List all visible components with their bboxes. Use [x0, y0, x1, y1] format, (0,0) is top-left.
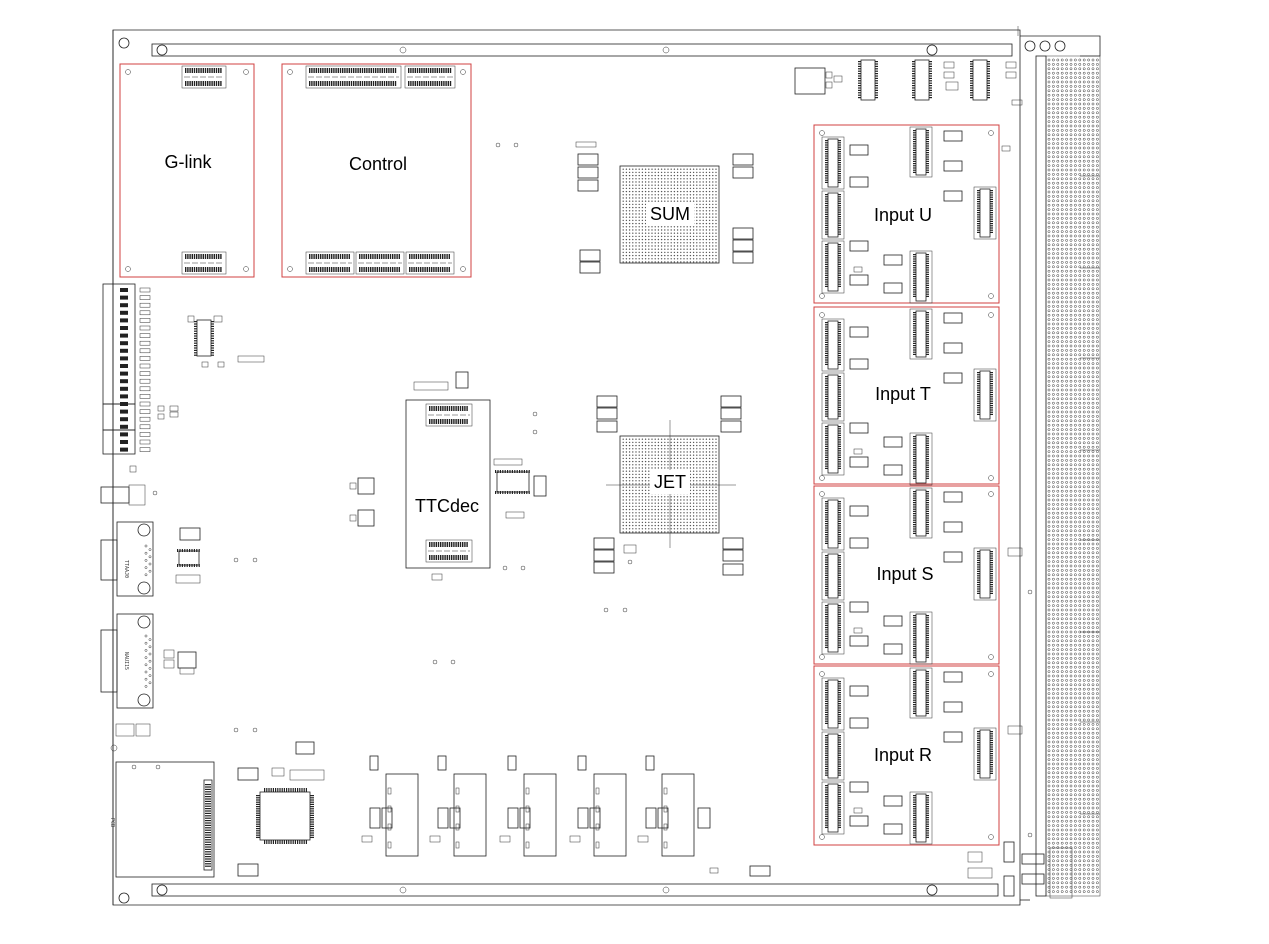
input-u-components [819, 126, 997, 304]
input-t-components [819, 308, 997, 486]
input-s-label: Input S [876, 564, 933, 584]
left-ics [157, 315, 265, 420]
transceiver-4 [569, 755, 627, 857]
transceiver-2 [429, 755, 487, 857]
left-small-connector [100, 465, 158, 506]
ttcdec-bottom-connector [425, 539, 473, 563]
sum-capacitors [495, 141, 754, 274]
pcb-edge-pins [205, 784, 211, 867]
sum-fpga: SUM [619, 165, 720, 264]
control-label: Control [349, 154, 407, 174]
ic-top-2 [912, 59, 932, 101]
bottom-right-components [967, 547, 1073, 899]
mounting-holes [110, 37, 1066, 904]
lower-dsub-label: NAUI15 [123, 652, 129, 670]
input-u-label: Input U [874, 205, 932, 225]
transceiver-5 [637, 755, 695, 857]
ic-ttcdec-side [495, 470, 530, 494]
jet-ball-grid [622, 438, 717, 533]
bottom-rail [151, 883, 999, 897]
control-top-connector-left [305, 65, 402, 89]
control-module: Control [281, 63, 472, 278]
upper-dsub-connector: TTAAJ0 [100, 521, 154, 597]
jet-fpga: JET [606, 420, 736, 548]
control-bottom-connector-right [405, 251, 455, 275]
sum-label: SUM [650, 204, 690, 224]
ttcdec-top-connector [425, 403, 473, 427]
lower-dsub-connector: NAUI15 [100, 613, 154, 709]
backplane-segments [1080, 175, 1100, 815]
ic-top-3 [970, 59, 990, 101]
backplane-connector [1035, 55, 1101, 897]
glink-bottom-connector [181, 251, 227, 275]
backplane-pin-grid [1047, 58, 1099, 893]
ttcdec-side-components [349, 371, 547, 665]
control-bottom-connector-left [305, 251, 355, 275]
input-s-module: Input S [813, 485, 1000, 665]
ic-top-1 [858, 59, 878, 101]
jet-label: JET [654, 472, 686, 492]
ic-left-1 [194, 319, 214, 357]
qfp-chip [237, 741, 325, 877]
board-outline [112, 26, 1101, 906]
ttcdec-module: TTCdec [405, 399, 491, 569]
ttcdec-label: TTCdec [415, 496, 479, 516]
glink-module: G-link [119, 63, 255, 278]
lower-dsub-pins [144, 634, 152, 688]
dsub-side-chips [115, 527, 258, 737]
bottom-transceivers [361, 755, 771, 877]
left-header-pins [120, 287, 151, 452]
pcb-label: PCB [109, 818, 115, 827]
left-header-strip [102, 283, 151, 455]
input-r-components [819, 667, 997, 845]
input-u-module: Input U [813, 124, 1000, 304]
input-r-label: Input R [874, 745, 932, 765]
control-top-connector-right [404, 65, 456, 89]
glink-top-connector [181, 65, 227, 89]
transceiver-1 [361, 755, 419, 857]
top-rail [151, 43, 1013, 57]
control-bottom-connector-mid [355, 251, 405, 275]
transceiver-3 [499, 755, 557, 857]
upper-dsub-pins [144, 544, 152, 577]
jet-capacitors [593, 395, 744, 613]
input-t-label: Input T [875, 384, 931, 404]
input-s-components [819, 487, 997, 665]
input-t-module: Input T [813, 306, 1000, 486]
input-r-module: Input R [813, 665, 1000, 846]
qfp-pins [256, 788, 314, 844]
glink-label: G-link [164, 152, 212, 172]
sum-ball-grid [622, 168, 717, 263]
ic-dsub-1 [177, 549, 200, 567]
pcb-daughterboard: PCB [109, 761, 215, 878]
upper-dsub-label: TTAAJ0 [123, 560, 129, 578]
top-right-components [794, 59, 1023, 152]
